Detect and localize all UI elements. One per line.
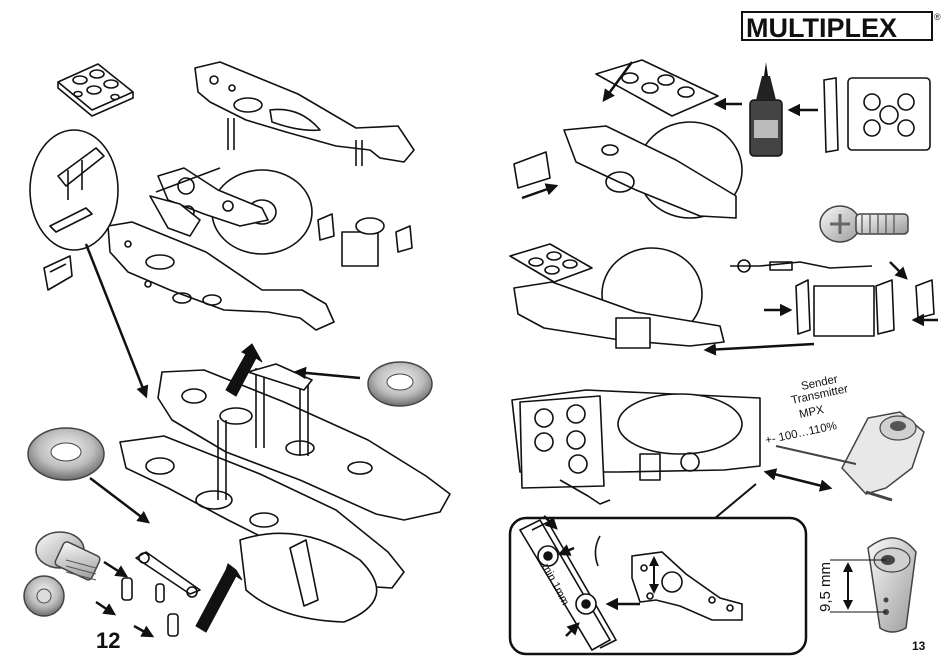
right-lower-frame [512, 390, 760, 504]
note-line-4: +- 100…110% [764, 420, 838, 447]
right-top-frame [514, 60, 742, 218]
screw-icon [24, 532, 101, 616]
note-line-3: MPX [798, 404, 825, 421]
right-middle-frame [510, 244, 934, 348]
transmitter-note: Sender Transmitter MPX +- 100…110% [764, 373, 849, 446]
servo-horn-dimension: 9,5 mm [817, 538, 916, 632]
washer-right-left-panel [368, 362, 432, 406]
detail-box: min.1mm [510, 516, 806, 654]
side-frame-upper [195, 62, 414, 166]
registered-mark: ® [934, 12, 941, 22]
servo-with-brackets [318, 214, 412, 266]
glue-bottle [750, 62, 782, 156]
small-clip [44, 256, 72, 290]
servo-mount-plate [58, 64, 133, 116]
servo-mount-plate-right [824, 78, 930, 152]
step-number: 12 [96, 628, 120, 653]
brand-logo: MULTIPLEX ® [742, 12, 941, 43]
servo-arm-3d [776, 412, 924, 500]
pushrod-link-detail [30, 130, 118, 250]
washer-left-left-panel [28, 428, 104, 480]
screw-icon-right [820, 206, 908, 242]
left-exploded-view [30, 62, 450, 636]
hole-distance-label: 9,5 mm [817, 562, 834, 612]
page-number: 13 [912, 639, 926, 653]
brand-name: MULTIPLEX [746, 13, 897, 43]
bushings [122, 578, 178, 636]
